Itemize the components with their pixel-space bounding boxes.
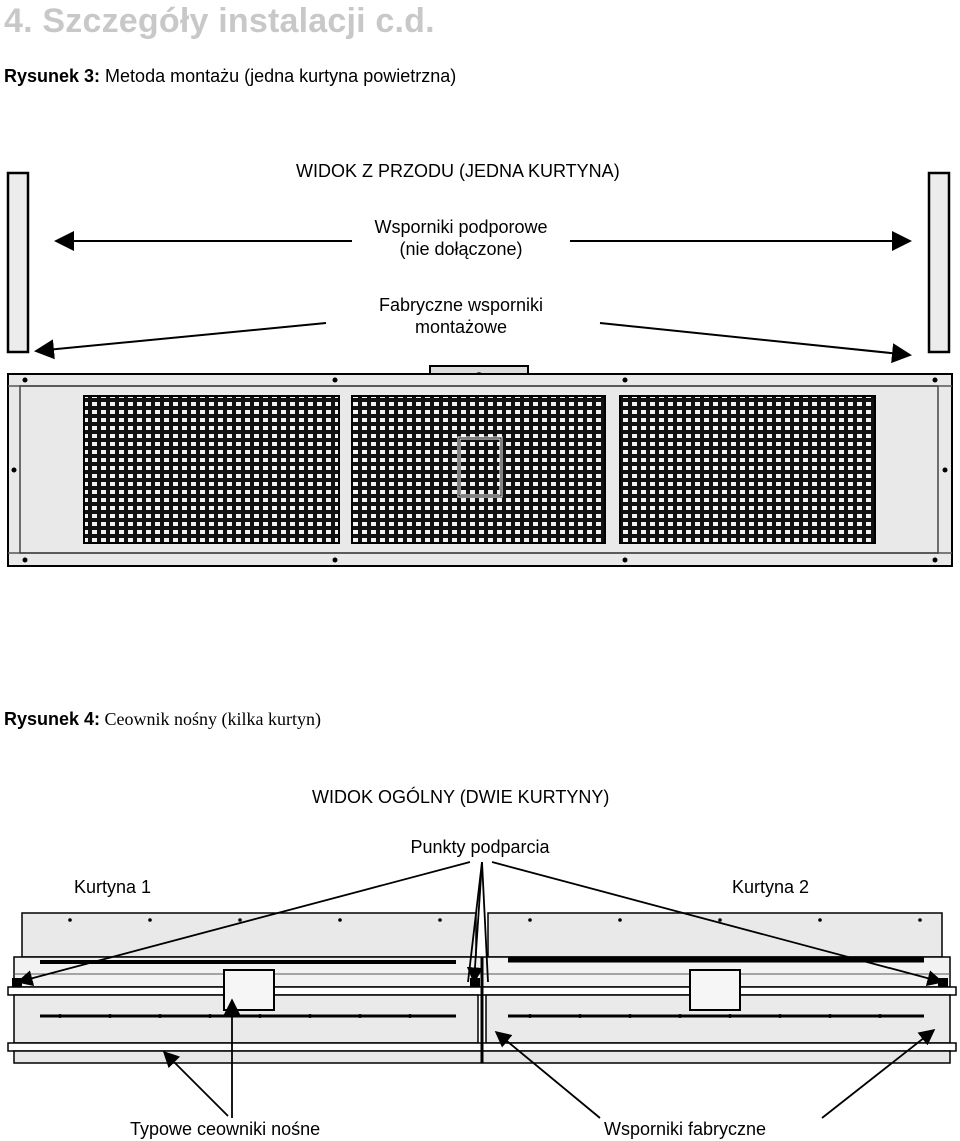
grille-right xyxy=(619,395,876,544)
figure-3-caption: Rysunek 3: Metoda montażu (jedna kurtyna… xyxy=(4,66,456,87)
support-brackets-label-line1: Wsporniki podporowe xyxy=(374,217,548,237)
support-post-left xyxy=(6,171,30,354)
arrow-point-left xyxy=(16,861,471,987)
support-channels-label: Typowe ceowniki nośne xyxy=(130,1119,321,1139)
arrow-factory-bracket-right xyxy=(821,1028,936,1119)
bracket-right xyxy=(938,978,948,987)
factory-brackets-label-line1: Fabryczne wsporniki xyxy=(378,295,544,315)
arrow-point-right xyxy=(491,861,944,987)
support-brackets-label-line2: (nie dołączone) xyxy=(399,239,523,259)
arrow-factory-left xyxy=(34,322,327,360)
figure-4-caption-text: Ceownik nośny (kilka kurtyn) xyxy=(100,709,322,729)
arrow-factory-right xyxy=(599,322,912,364)
curtain-2-label: Kurtyna 2 xyxy=(732,877,810,897)
support-brackets-label: Wsporniki podporowe (nie dołączone) xyxy=(331,216,591,260)
figure-4-caption-prefix: Rysunek 4: xyxy=(4,709,101,729)
factory-brackets-label-fig4: Wsporniki fabryczne xyxy=(604,1119,767,1139)
figure-4-view-title: WIDOK OGÓLNY (DWIE KURTYNY) xyxy=(312,787,610,807)
arrow-channel-left xyxy=(162,1050,229,1117)
curtain-1-label: Kurtyna 1 xyxy=(74,877,152,897)
arrow-factory-bracket-left xyxy=(494,1030,601,1119)
grille-left xyxy=(83,395,340,544)
section-title: 4. Szczegóły instalacji c.d. xyxy=(4,2,435,40)
figure-3-drawing xyxy=(6,171,953,567)
curtain-2-top xyxy=(487,912,943,958)
support-points-label: Punkty podparcia xyxy=(410,837,550,857)
factory-brackets-label: Fabryczne wsporniki montażowe xyxy=(326,294,596,338)
factory-brackets-label-line2: montażowe xyxy=(414,317,508,337)
support-post-right xyxy=(927,171,951,354)
figure-3-caption-text: Metoda montażu (jedna kurtyna powietrzna… xyxy=(100,66,457,86)
junction-box-2 xyxy=(689,969,741,1011)
figure-4-caption: Rysunek 4: Ceownik nośny (kilka kurtyn) xyxy=(4,709,321,730)
grille-center xyxy=(351,395,606,544)
arrow-point-mid xyxy=(466,861,484,984)
bracket-left xyxy=(12,978,22,987)
figure-3-view-title: WIDOK Z PRZODU (JEDNA KURTYNA) xyxy=(296,161,620,181)
curtain-1-top xyxy=(21,912,477,958)
figure-3-caption-prefix: Rysunek 3: xyxy=(4,66,101,86)
